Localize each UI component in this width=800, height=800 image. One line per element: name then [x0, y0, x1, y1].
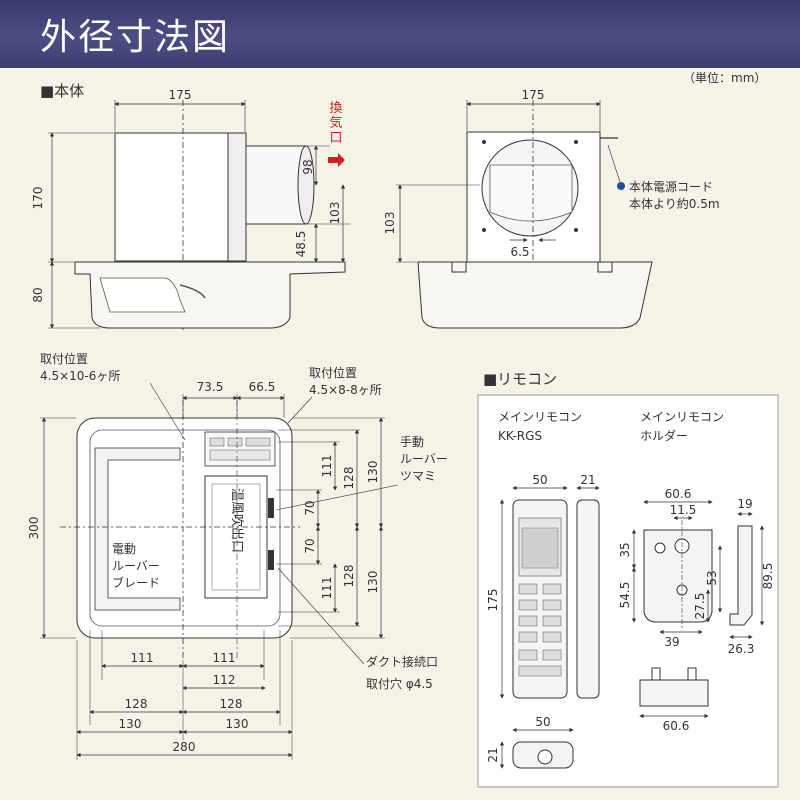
- manual-louver-knob: [268, 498, 274, 518]
- bottom-dim-111-left: 111: [131, 651, 154, 665]
- front-view: 175 103 6.5 本体電源コード 本体より約0.5m: [383, 88, 720, 329]
- section-label-remote: ■リモコン: [483, 370, 557, 388]
- side-duct-offset-label: 103: [328, 202, 342, 225]
- front-width-label: 175: [522, 88, 545, 102]
- hot-air-outlet: [204, 475, 268, 599]
- side-duct-end: [297, 145, 315, 225]
- holder-label-2: ホルダー: [640, 428, 688, 443]
- holder-bottom: [639, 679, 709, 707]
- remote-depth-label: 21: [580, 473, 595, 487]
- holder-hole-label: 11.5: [670, 503, 697, 517]
- right-dim-130-bottom: 130: [366, 571, 380, 594]
- side-duct-bottom-label: 48.5: [294, 231, 308, 258]
- hot-air-outlet-label: 温風吹出口: [229, 488, 244, 553]
- bottom-dim-130-right: 130: [226, 717, 249, 731]
- holder-39-label: 39: [664, 635, 679, 649]
- cord-label-2: 本体より約0.5m: [629, 196, 720, 211]
- side-height-bottom-label: 80: [31, 287, 45, 302]
- header-banner: 外径寸法図: [0, 0, 800, 68]
- electric-louver-label-2: ルーバー: [112, 559, 160, 573]
- plan-control-panel: [204, 431, 276, 467]
- front-cord-gap-label: 6.5: [510, 245, 529, 259]
- exhaust-label-3: 口: [329, 131, 342, 146]
- side-duct: [245, 145, 307, 225]
- side-body-flange: [227, 132, 247, 262]
- side-width-label: 175: [169, 88, 192, 102]
- side-duct-height-label: 98: [301, 159, 315, 174]
- remote-panel: メインリモコン KK-RGS メインリモコン ホルダー 50 21 175 50: [477, 394, 779, 788]
- electric-louver-label-3: ブレード: [112, 575, 160, 590]
- bottom-dim-111-right: 111: [213, 651, 236, 665]
- holder-26-3-label: 26.3: [728, 642, 755, 656]
- section-label-body: ■本体: [40, 82, 84, 100]
- remote-panel-frame: [477, 394, 779, 788]
- right-dim-70-top: 70: [303, 500, 317, 515]
- holder-53-label: 53: [705, 570, 719, 585]
- dim-66-5: 66.5: [249, 380, 276, 394]
- main-remote-label-1: メインリモコン: [498, 410, 582, 424]
- right-dim-111-bottom: 111: [320, 577, 334, 600]
- dim-73-5: 73.5: [197, 380, 224, 394]
- right-dim-128-top: 128: [342, 467, 356, 490]
- front-offset-label: 103: [383, 212, 397, 235]
- remote-bottom-width-label: 50: [535, 715, 550, 729]
- manual-louver-label-2: ルーバー: [400, 452, 448, 466]
- right-dim-111-top: 111: [320, 455, 334, 478]
- holder-label-1: メインリモコン: [640, 410, 724, 424]
- right-dim-128-bottom: 128: [342, 565, 356, 588]
- electric-louver-label-1: 電動: [112, 542, 136, 556]
- holder-27-5-label: 27.5: [693, 593, 707, 620]
- bottom-dim-112: 112: [213, 673, 236, 687]
- total-width-label: 280: [173, 740, 196, 754]
- remote-bottom-depth-label: 21: [486, 747, 500, 762]
- side-height-top-label: 170: [31, 187, 45, 210]
- duct-label-2: 取付穴 φ4.5: [366, 676, 433, 691]
- holder-bottom-width-label: 60.6: [663, 719, 690, 733]
- cord-label-1: 本体電源コード: [629, 180, 713, 194]
- side-body-box: [114, 132, 246, 262]
- remote-side: [576, 499, 600, 699]
- front-base: [417, 261, 653, 329]
- holder-depth-label: 19: [737, 497, 752, 511]
- remote-height-label: 175: [486, 589, 500, 612]
- holder-width-label: 60.6: [665, 487, 692, 501]
- cord-bullet-icon: [617, 182, 625, 190]
- bottom-dim-128-left: 128: [125, 697, 148, 711]
- holder-35-label: 35: [618, 542, 632, 557]
- unit-label: （単位：mm）: [683, 70, 766, 85]
- holder-89-5-label: 89.5: [761, 563, 775, 590]
- plan-view: 温風吹出口 73.5 66.5 取付位置 4.5×10-6ヶ所 取付位置 4.5…: [27, 351, 448, 760]
- main-remote-label-2: KK-RGS: [498, 429, 542, 443]
- electric-louver-blade: [94, 447, 181, 611]
- exhaust-label-1: 換: [329, 101, 342, 116]
- exhaust-arrow-icon: [328, 153, 345, 167]
- manual-louver-label-3: ツマミ: [400, 469, 436, 483]
- holder-54-5-label: 54.5: [618, 582, 632, 609]
- bottom-dim-128-right: 128: [220, 697, 243, 711]
- bottom-dim-130-left: 130: [119, 717, 142, 731]
- mount-pos-left-2: 4.5×10-6ヶ所: [40, 369, 120, 383]
- duct-label-1: ダクト接続口: [366, 654, 438, 669]
- side-view: 175 170 80 98 103 48.5 換 気 口: [31, 88, 350, 330]
- remote-width-label: 50: [532, 473, 547, 487]
- right-dim-70-bottom: 70: [303, 538, 317, 553]
- exhaust-label-2: 気: [329, 115, 342, 131]
- right-dim-130-top: 130: [366, 461, 380, 484]
- manual-louver-label-1: 手動: [400, 435, 424, 449]
- mount-pos-right-1: 取付位置: [309, 365, 357, 380]
- plan-height-label: 300: [27, 517, 41, 540]
- mount-pos-right-2: 4.5×8-8ヶ所: [309, 383, 382, 397]
- mount-pos-left-1: 取付位置: [40, 351, 88, 366]
- holder-side: [729, 525, 753, 626]
- page-title: 外径寸法図: [40, 17, 231, 58]
